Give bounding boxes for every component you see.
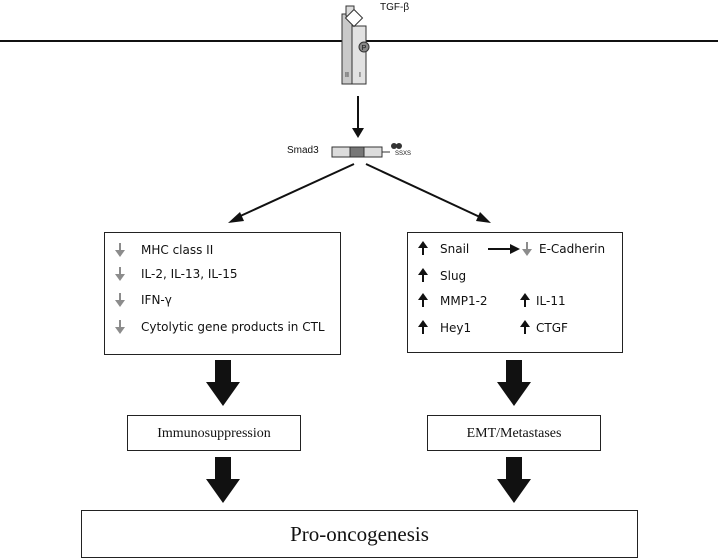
- immune-item-cytolytic: Cytolytic gene products in CTL: [141, 320, 325, 334]
- emt-item-snail: Snail: [440, 242, 470, 256]
- immune-effects-box: MHC class II IL-2, IL-13, IL-15 IFN-γ Cy…: [104, 232, 341, 355]
- smad3-label: Smad3: [287, 145, 319, 156]
- emt-item-il11: IL-11: [536, 294, 566, 308]
- up-arrow-icon: [418, 241, 428, 255]
- up-arrow-icon: [418, 268, 428, 282]
- immunosuppression-box: Immunosuppression: [127, 415, 301, 451]
- immune-item-mhc: MHC class II: [141, 243, 214, 257]
- right-arrow-icon: [488, 244, 520, 254]
- thick-arrow-emt-to-metastases: [497, 360, 531, 406]
- emt-item-ecadherin: E-Cadherin: [539, 242, 606, 256]
- arrow-smad-to-emt: [365, 163, 491, 223]
- thick-arrow-metastases-to-oncogenesis: [497, 457, 531, 503]
- up-arrow-icon: [520, 320, 530, 334]
- emt-item-hey1: Hey1: [440, 321, 472, 335]
- emt-effects-box: Snail E-Cadherin Slug MMP1-2 IL-11 Hey1 …: [407, 232, 623, 353]
- emt-item-ctgf: CTGF: [536, 321, 568, 335]
- immune-item-interleukins: IL-2, IL-13, IL-15: [141, 267, 238, 281]
- arrow-smad-to-immune: [228, 163, 355, 223]
- emt-item-slug: Slug: [440, 269, 467, 283]
- up-arrow-icon: [418, 320, 428, 334]
- subunit-ii-label: II: [345, 72, 349, 79]
- smad3-motif: SSXS: [395, 151, 412, 157]
- up-arrow-icon: [520, 293, 530, 307]
- thick-arrow-immune-to-immunosuppression: [206, 360, 240, 406]
- arrow-receptor-to-smad: [352, 96, 364, 138]
- thick-arrow-immunosuppression-to-oncogenesis: [206, 457, 240, 503]
- tgf-beta-receptor: P II I: [341, 5, 370, 85]
- subunit-i-label: I: [359, 72, 361, 79]
- tgf-beta-label: TGF-β: [380, 2, 410, 13]
- up-arrow-icon: [418, 293, 428, 307]
- emt-metastases-box: EMT/Metastases: [427, 415, 601, 451]
- down-arrow-icon: [522, 242, 532, 256]
- down-arrow-icon: [115, 267, 125, 281]
- pro-oncogenesis-box: Pro-oncogenesis: [81, 510, 638, 558]
- phospho-label: P: [362, 45, 367, 52]
- immune-item-ifn: IFN-γ: [141, 293, 172, 307]
- down-arrow-icon: [115, 243, 125, 257]
- down-arrow-icon: [115, 293, 125, 307]
- down-arrow-icon: [115, 320, 125, 334]
- emt-item-mmp: MMP1-2: [440, 294, 488, 308]
- smad3-protein-icon: [331, 143, 402, 158]
